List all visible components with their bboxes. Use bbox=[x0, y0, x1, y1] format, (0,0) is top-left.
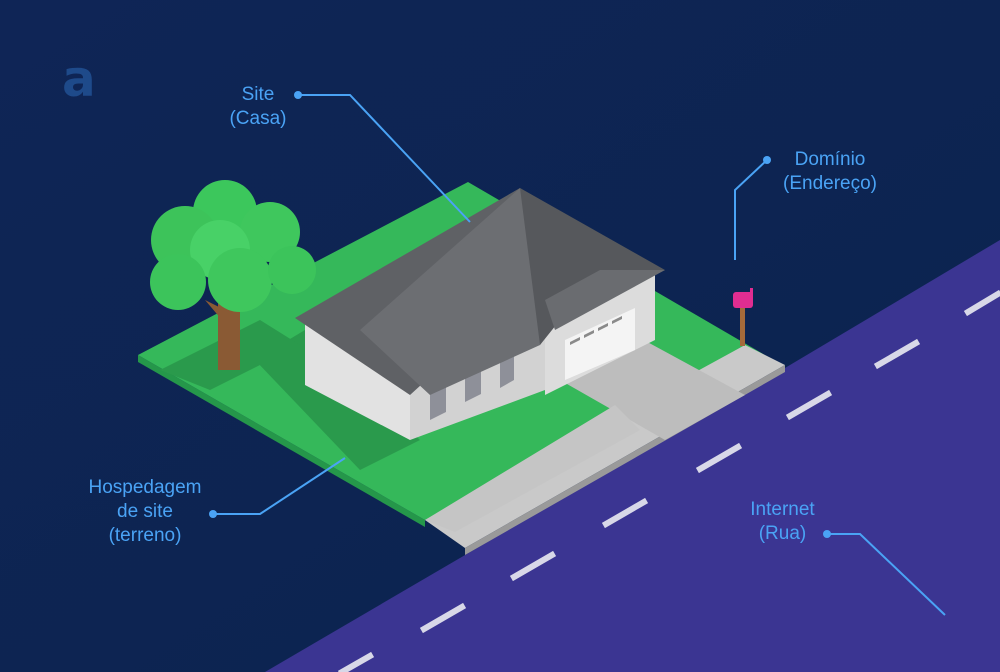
label-domain-line1: Domínio bbox=[770, 148, 890, 172]
label-hosting-line3: (terreno) bbox=[70, 524, 220, 548]
label-hosting-line1: Hospedagem bbox=[70, 476, 220, 500]
label-site-line2: (Casa) bbox=[218, 107, 298, 131]
label-hosting: Hospedagem de site (terreno) bbox=[70, 476, 220, 548]
label-internet-line2: (Rua) bbox=[730, 522, 835, 546]
label-hosting-line2: de site bbox=[70, 500, 220, 524]
brand-logo: a bbox=[62, 50, 96, 108]
label-site: Site (Casa) bbox=[218, 83, 298, 131]
label-site-line1: Site bbox=[218, 83, 298, 107]
label-domain-line2: (Endereço) bbox=[770, 172, 890, 196]
label-internet: Internet (Rua) bbox=[730, 498, 835, 546]
label-internet-line1: Internet bbox=[730, 498, 835, 522]
label-domain: Domínio (Endereço) bbox=[770, 148, 890, 196]
